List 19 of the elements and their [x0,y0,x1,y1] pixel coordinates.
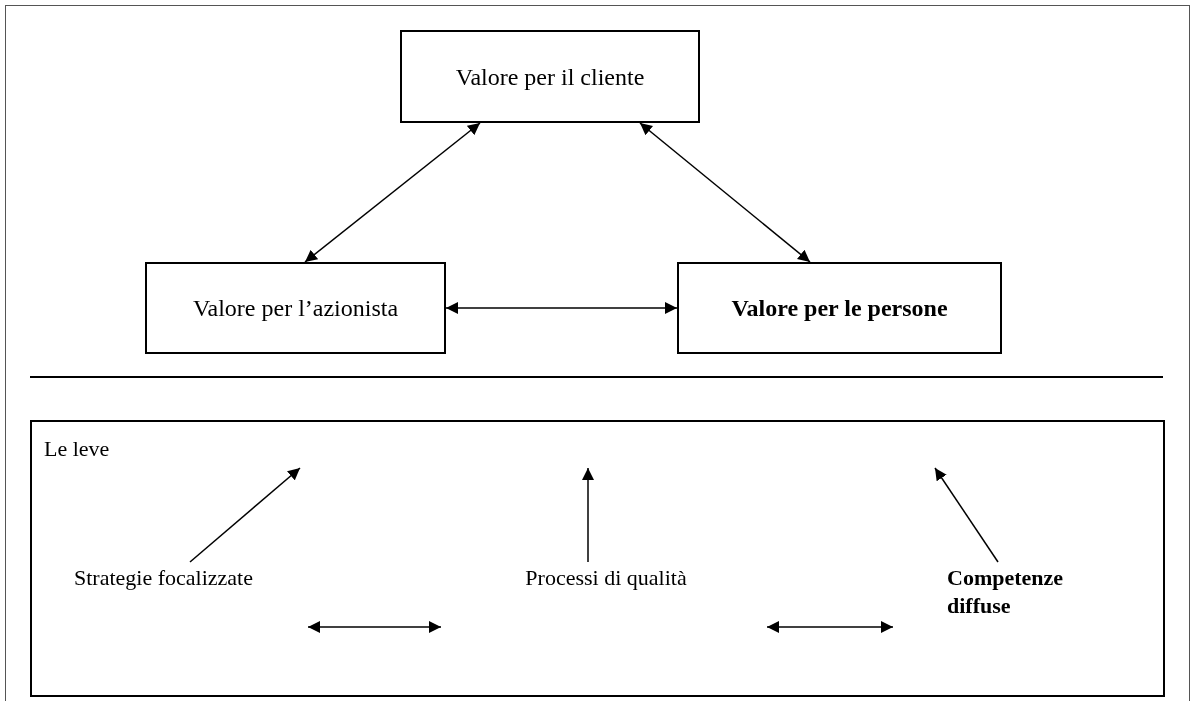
levers-panel [30,420,1165,697]
node-text: Processi di qualità [525,565,687,590]
value-box [677,262,1002,354]
arrow [307,621,442,633]
arrow [445,302,678,314]
node-text: Le leve [44,436,110,461]
node-text: Valore per il cliente [455,62,645,92]
arrow [639,122,811,263]
node-text: Strategie focalizzate [74,565,253,590]
arrow [189,467,301,563]
arrow [582,467,594,563]
node-text: Competenze diffuse [947,565,1064,618]
value-box [400,30,700,123]
value-box [145,262,446,354]
arrow [766,621,894,633]
node-text: Valore per le persone [731,294,948,323]
node-text: Valore per l’azionista [192,294,399,323]
arrow [934,467,999,563]
arrow [304,122,481,263]
